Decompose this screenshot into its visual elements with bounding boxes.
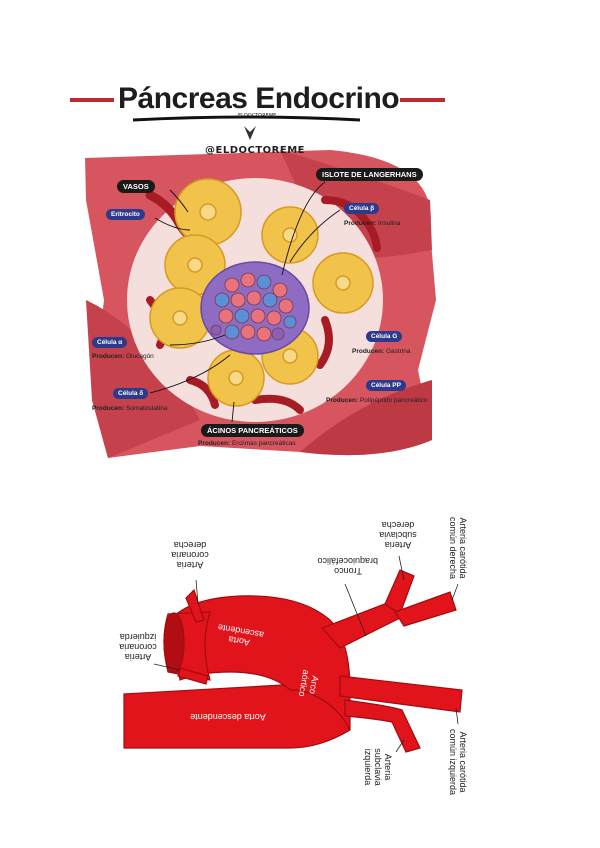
producen-label: Producen: [92,353,125,360]
g-product: Producen: Gastrina [352,348,411,355]
beta-product: Producen: Insulina [344,220,400,227]
delta-product: Producen: Somatostatina [92,405,168,412]
pp-product-value: Polipéptido pancreático [359,397,428,404]
brand-logo-icon [244,126,256,140]
label-vasos: VASOS [117,180,155,193]
blood-vessel [321,196,381,252]
handle: @ELDOCTOREME [205,145,305,156]
label-celula-delta: Célula δ [113,388,149,399]
producen-label: Producen: [92,405,125,412]
acinus [312,252,374,314]
delta-product-value: Somatostatina [125,405,168,412]
coronaria-izquierda [177,667,209,685]
acinos-product-value: Enzimas pancreáticas [231,440,296,447]
aortic-opening [163,612,185,674]
alpha-product: Producen: Glucagón [92,353,154,360]
coronaria-derecha [185,588,205,623]
tissue-fold [300,380,432,456]
title-underline [132,115,361,122]
label-celula-g: Célula G [366,331,403,342]
label-islote: ISLOTE DE LANGERHANS [316,168,423,181]
carotida-derecha [394,591,457,627]
blood-vessel [251,394,304,414]
producen-label: Producen: [198,440,231,447]
g-product-value: Gastrina [385,348,411,355]
brand-small: ELDOCTOREME [238,113,277,119]
page-title: Páncreas Endocrino [118,82,400,115]
blood-vessel [186,376,219,409]
label-aorta-descendente: Aorta descendente [190,712,266,722]
alpha-product-value: Glucagón [125,353,154,360]
title-line-left [70,98,114,102]
pointer-lines [149,181,341,423]
beta-product-value: Insulina [377,220,401,227]
producen-label: Producen: [326,397,359,404]
carotida-izquierda [339,675,463,713]
acinos-product: Producen: Enzimas pancreáticas [198,440,296,447]
islet-cells [210,272,297,342]
title-block: Páncreas Endocrino [70,80,445,120]
label-eritrocito: Eritrocito [106,209,145,220]
acinus [149,287,211,349]
title-line-right [400,98,445,102]
producen-label: Producen: [344,220,377,227]
acinus [164,234,226,296]
label-celula-pp: Célula PP [366,380,406,391]
producen-label: Producen: [352,348,385,355]
acinus [261,206,319,264]
aorta-vessel [123,569,463,753]
subclavia-derecha [384,569,415,615]
tronco-braquiocefalico [320,601,401,649]
blood-vessel [316,316,333,369]
label-celula-alpha: Célula α [92,337,128,348]
aorta-pointers [153,555,459,753]
label-celula-beta: Célula β [344,203,380,214]
label-acinos: ÁCINOS PANCREÁTICOS [201,424,304,437]
subclavia-izquierda [344,699,421,753]
pp-product: Producen: Polipéptido pancreático [326,397,428,404]
